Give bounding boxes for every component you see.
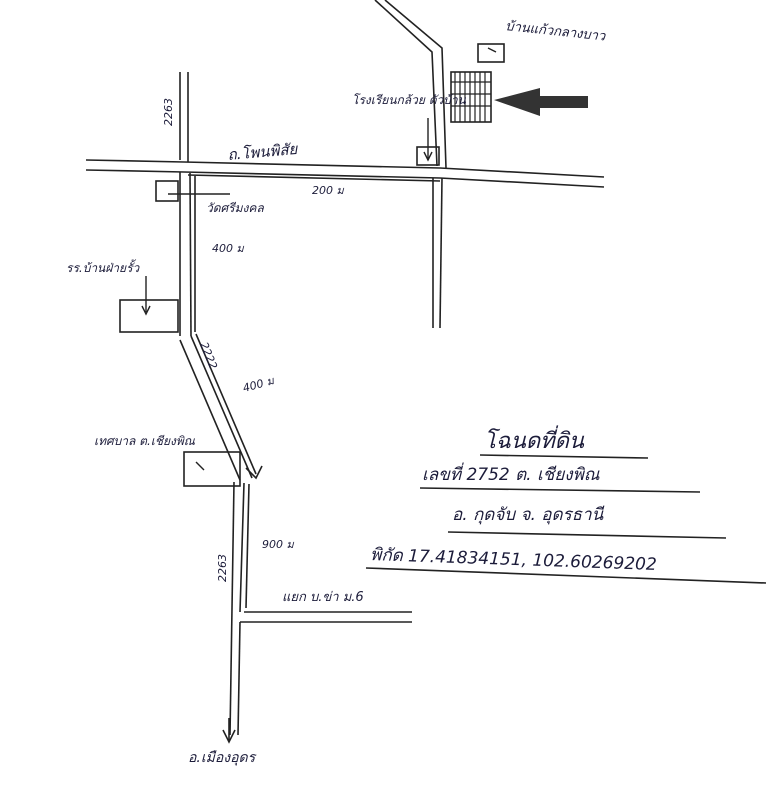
municipality-box <box>183 451 241 487</box>
route-line-main <box>187 174 441 182</box>
deed-line-2-underline <box>447 531 727 539</box>
municipality-pointer <box>195 461 205 471</box>
road-2263-bottom-right <box>239 482 245 613</box>
route-line-bottom <box>245 483 250 609</box>
road-2222-right-edge <box>190 335 253 479</box>
deed-line-3-underline <box>365 567 767 584</box>
target-place-label: โรงเรียนกล้วย ตัวบ้าน <box>352 93 467 107</box>
school-box <box>119 299 179 333</box>
main-road-upper-edge <box>85 159 605 178</box>
road-diagonal-top-left-edge <box>374 0 438 167</box>
top-right-place-box <box>477 43 505 63</box>
deed-line-1: เลขที่ 2752 ต. เชียงพิณ <box>422 462 600 485</box>
route-line-2222 <box>195 333 257 475</box>
deed-info-block: โฉนดที่ดิน เลขที่ 2752 ต. เชียงพิณ อ. กุ… <box>365 425 767 584</box>
road-network <box>85 0 605 736</box>
road-diagonal-top-right-edge <box>384 0 447 169</box>
road-2263-bottom-label: 2263 <box>216 554 229 582</box>
distance-400-a-label: 400 ม <box>212 242 244 255</box>
route-arrow-icon <box>245 465 263 480</box>
road-2222-left-edge <box>179 339 241 481</box>
school-arrowhead <box>141 305 151 316</box>
top-right-place-label: บ้านแก้วกลางบาว <box>505 19 607 44</box>
road-2263-top-label: 2263 <box>162 98 175 126</box>
road-2263-bottom-right-lower <box>237 621 241 736</box>
deed-line-1-underline <box>419 487 701 493</box>
distance-400-b-label: 400 ม <box>241 374 276 395</box>
road-2263-bottom-left <box>229 481 235 736</box>
distance-200-label: 200 ม <box>312 184 344 197</box>
deed-line-2: อ. กุดจับ จ. อุดรธานี <box>452 505 605 525</box>
school-label: รร.บ้านฝ่ายรั้ว <box>66 259 141 275</box>
target-label-arrowhead <box>423 151 433 162</box>
deed-title: โฉนดที่ดิน <box>484 425 585 454</box>
village-label: แยก บ.ข่า ม.6 <box>282 590 364 605</box>
distance-900-label: 900 ม <box>262 538 294 551</box>
target-pointer-arrow-icon <box>494 88 588 116</box>
road-left-vertical-right <box>189 172 192 337</box>
temple-box <box>155 180 179 202</box>
road-right-down-right <box>439 177 443 329</box>
deed-title-underline <box>479 454 649 459</box>
municipality-label: เทศบาล ต.เชียงพิณ <box>94 434 196 448</box>
arrow-down-icon <box>222 718 236 744</box>
main-road-label: ถ.โพนพิสัย <box>227 140 299 164</box>
district-bottom-label: อ.เมืองอุดร <box>188 750 257 766</box>
top-right-pointer <box>487 47 497 53</box>
main-road-lower-edge <box>85 169 605 188</box>
temple-label: วัดศรีมงคล <box>206 201 264 215</box>
target-location-marker <box>450 71 492 123</box>
road-2222-label: 2222 <box>197 340 220 371</box>
